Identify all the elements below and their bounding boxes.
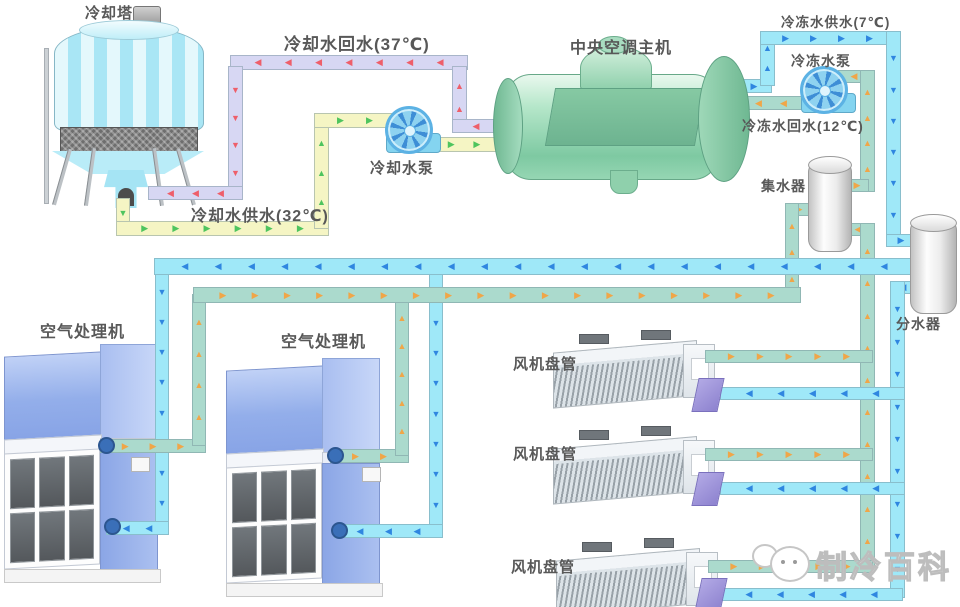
fcu-hanger-bracket [641,426,671,436]
air-handling-unit-1 [4,336,164,584]
ahu1-supply-valve [104,518,121,535]
label-collector: 集水器 [761,178,806,194]
pipe-cooling-return-drop: ▼▼▼▼ [228,66,243,198]
pipe-ahu1-supply-drop: ▼▼▼▼▼▼▼▼ [155,266,169,530]
label-fcu1: 风机盘管 [513,356,578,373]
cooling-water-pump [384,106,442,158]
tower-body [54,20,204,132]
fcu-hanger-bracket [579,430,609,440]
ahu-top-side [322,358,380,454]
cooling-tower [38,0,216,220]
label-chilled-supply: 冷冻水供水(7℃) [781,15,891,30]
pipe-chilled-return-riser-pump: ▲▲▲▲ [860,70,875,192]
ahu-top-side [100,344,158,440]
pipe-chilled-supply-main: ◀◀◀◀◀◀◀◀◀◀◀◀◀◀◀◀◀◀◀◀◀◀ [154,258,915,275]
pipe-cooling-supply-pump-to-chiller: ▶▶ [428,137,500,152]
pipe-fcu2-supply: ◀◀◀◀◀ [720,482,905,495]
ahu-coil-grid [4,448,100,570]
pipe-collector-inlet-riser: ▲▲▲ [785,203,799,302]
label-cooling-tower: 冷却塔 [85,5,134,22]
ahu2-supply-valve [331,522,348,539]
fcu1-pipe-connector [691,378,725,412]
chilled-water-pump [799,66,857,118]
ahu2-control-box [362,467,381,482]
label-chiller: 中央空调主机 [570,40,673,57]
pipe-fcu1-supply: ◀◀◀◀◀ [720,387,905,400]
label-cooling-return: 冷却水回水(37℃) [284,35,430,54]
pipe-chilled-return-main: ▶▶▶▶▶▶▶▶▶▶▶▶▶▶▶▶▶▶ [193,287,801,303]
ahu-base [226,583,383,597]
label-cooling-supply: 冷却水供水(32℃) [191,208,329,225]
tower-support-frame [44,48,49,204]
fcu-body [556,548,700,607]
ahu2-return-valve [327,447,344,464]
chiller-top-nozzle [598,36,630,54]
pump-impeller-icon [800,66,848,114]
ahu-coil-grid [226,462,322,584]
fcu2-pipe-connector [691,472,725,506]
pipe-ahu2-supply-drop: ▼▼▼▼▼▼▼▼ [429,266,443,532]
label-fcu2: 风机盘管 [513,446,578,463]
chiller-mid-section [544,88,706,146]
pipe-ahu1-return-riser: ▲▲▲▲ [192,294,206,446]
fcu-body [553,340,697,409]
tower-leg [52,148,72,206]
label-distributor: 分水器 [896,316,941,332]
pipe-fcu2-return: ▶▶▶▶▶ [705,448,873,461]
fcu-hanger-bracket [582,542,612,552]
ahu1-return-valve [98,437,115,454]
ahu1-control-box [131,457,150,472]
fcu-hanger-bracket [641,330,671,340]
fan-coil-unit-3 [556,536,721,607]
pipe-cooling-supply-bottom: ▶▶▶▶▶▶ [116,221,329,236]
water-distributor-vessel [910,214,957,314]
pipe-fcu3-supply: ◀◀◀◀◀ [720,588,903,601]
pipe-fcu1-return: ▶▶▶▶▶ [705,350,873,363]
chiller-right-flange [698,56,750,182]
label-ahu2: 空气处理机 [281,334,367,351]
chiller-bottom-stub [610,170,638,194]
pipe-cooling-return-into-tower: ◀◀◀ [148,186,243,200]
ahu-base [4,569,161,583]
chiller-left-flange [493,78,523,174]
pipe-fancoil-supply-riser: ▼▼▼▼▼▼▼▼▼ [890,281,905,598]
pipe-ahu2-return-riser: ▲▲▲▲▲ [395,294,409,456]
fcu-hanger-bracket [579,334,609,344]
label-fcu3: 风机盘管 [511,559,576,576]
label-chilled-return: 冷冻水回水(12℃) [742,118,864,134]
label-ahu1: 空气处理机 [40,324,126,341]
pipe-cooling-return-riser: ▲▲ [452,66,467,130]
chat-bubble-icon [770,546,810,582]
fan-coil-unit-1 [553,328,718,409]
pipe-ahu1-supply-in: ◀◀ [106,521,169,535]
fcu-hanger-bracket [644,538,674,548]
watermark-text: 制冷百科 [815,549,952,585]
label-chilled-pump: 冷冻水泵 [791,53,851,69]
water-collector-vessel [808,156,852,252]
pipe-ahu2-supply-in: ◀◀◀ [334,524,443,538]
pump-impeller-icon [385,106,433,154]
pipe-cooling-supply-to-pump: ▶▶ [314,113,396,128]
pipe-ahu1-return-out: ▶▶▶ [100,439,206,453]
pipe-cooling-return-top: ◀◀◀◀◀◀◀ [230,55,468,70]
ahu-top-panel [226,365,324,455]
ahu-top-panel [4,351,102,441]
pipe-chilled-supply-drop: ▼▼▼▼▼▼ [886,31,901,243]
label-cooling-pump: 冷却水泵 [370,160,435,177]
pipe-cooling-supply-riser: ▲▲▲ [314,117,329,229]
pipe-chilled-supply-top: ▶▶▶▶ [760,31,895,45]
chiller-unit [492,36,754,194]
